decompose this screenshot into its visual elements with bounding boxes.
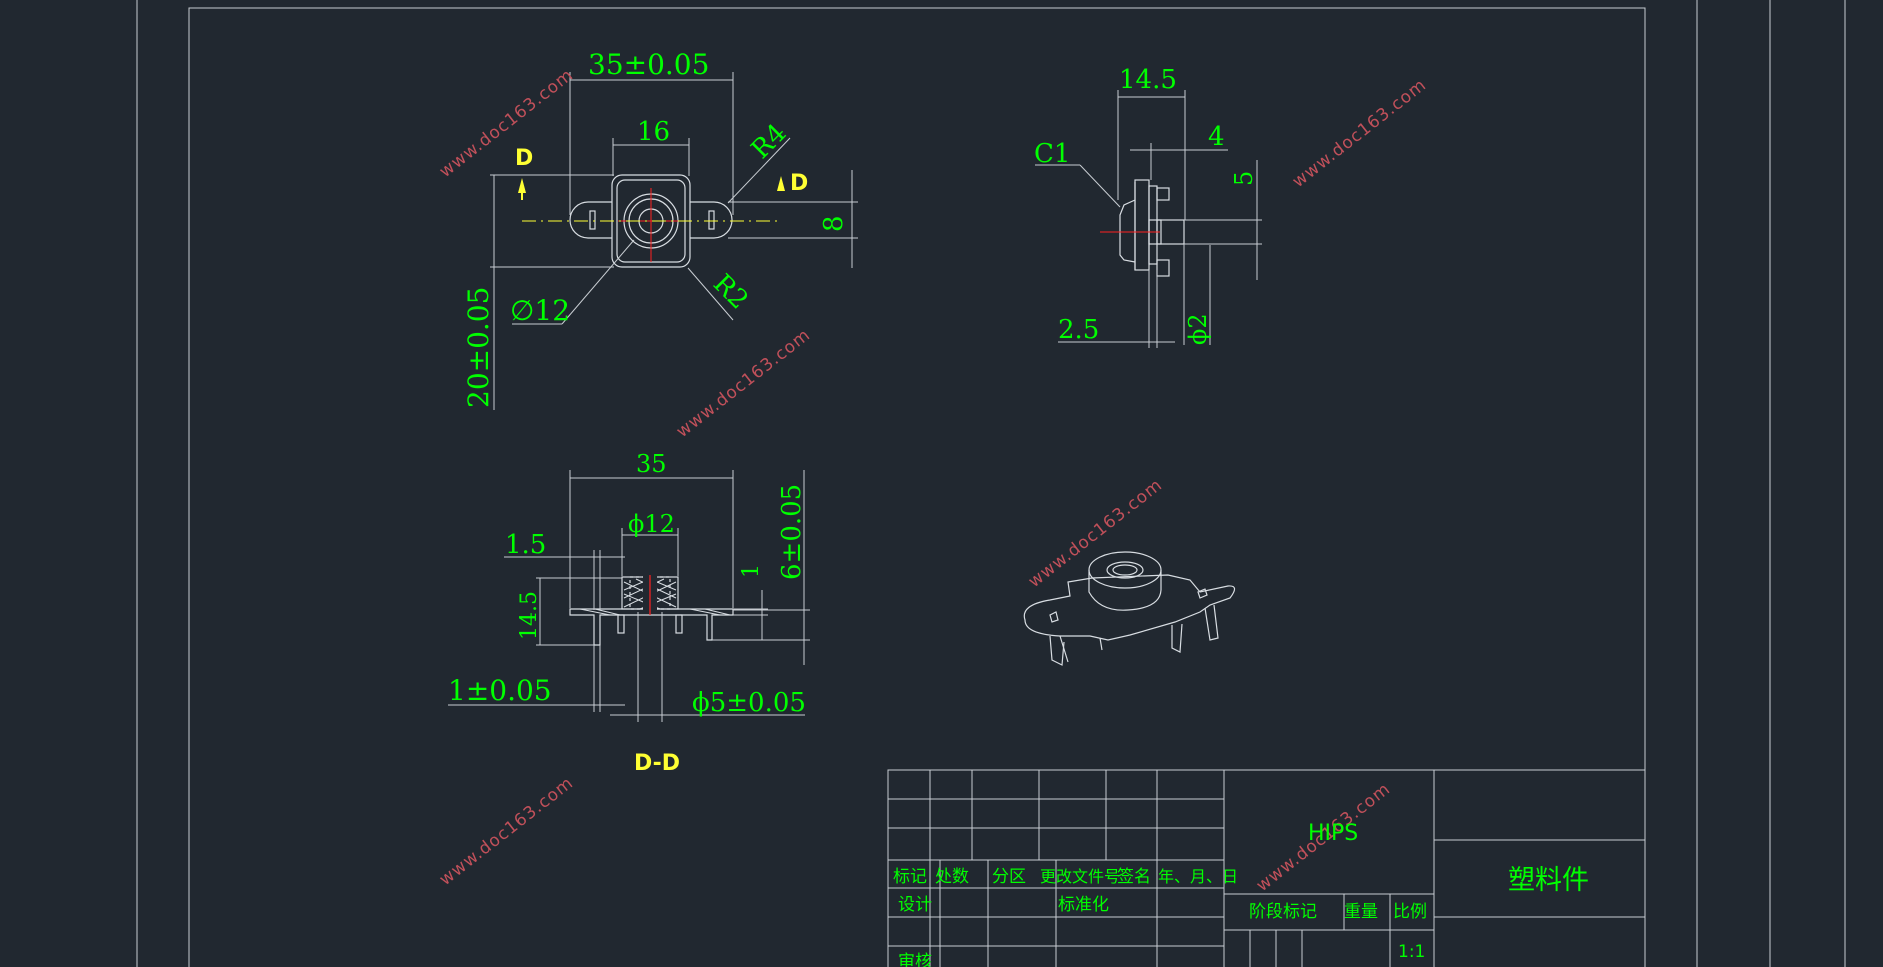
tb-header-date: 年、月、日 bbox=[1158, 867, 1238, 886]
dim-tab-height: 8 bbox=[819, 215, 849, 232]
tb-header-zone: 分区 bbox=[992, 867, 1026, 887]
side-dim-width: 14.5 bbox=[1119, 65, 1177, 95]
tb-header-signature: 签名 bbox=[1117, 867, 1151, 887]
tb-scale-label: 比例 bbox=[1393, 902, 1427, 922]
tb-weight-label: 重量 bbox=[1344, 902, 1378, 922]
tb-part-name: 塑料件 bbox=[1508, 865, 1589, 896]
tb-stage-label: 阶段标记 bbox=[1249, 902, 1317, 922]
sec-dim-6: 6±0.05 bbox=[777, 484, 807, 580]
section-mark-right: D bbox=[790, 171, 808, 196]
sec-dim-1: 1 bbox=[739, 564, 764, 578]
tb-scale-value: 1:1 bbox=[1398, 942, 1425, 962]
dim-diameter: ∅12 bbox=[510, 294, 570, 327]
sheet-border bbox=[136, 0, 1846, 967]
tb-header-change-doc: 更改文件号 bbox=[1040, 867, 1120, 886]
dim-boss-width: 16 bbox=[637, 117, 670, 147]
watermark-3: www.doc163.com bbox=[673, 325, 815, 442]
sec-dim-wall: 1±0.05 bbox=[448, 674, 552, 707]
section-view: 35 ϕ12 1.5 14.5 1 6±0.05 1±0.05 bbox=[448, 450, 810, 776]
sec-dim-width: 35 bbox=[636, 450, 667, 478]
tb-material: HIPS bbox=[1308, 821, 1358, 846]
dim-height: 20±0.05 bbox=[462, 287, 495, 408]
side-view: 14.5 4 C1 5 2.5 ϕ2 bbox=[1034, 65, 1262, 348]
side-dim-step: 4 bbox=[1208, 122, 1225, 152]
title-block: 标记 处数 分区 更改文件号 签名 年、月、日 设计 标准化 审核 HIPS 阶… bbox=[887, 769, 1646, 967]
tb-row-review: 审核 bbox=[898, 952, 932, 967]
dim-small-radius: R2 bbox=[707, 269, 754, 316]
section-label: D-D bbox=[634, 751, 680, 776]
sec-dim-1-5: 1.5 bbox=[505, 530, 546, 560]
side-dim-5: 5 bbox=[1230, 171, 1258, 186]
side-dim-chamfer: C1 bbox=[1034, 139, 1070, 169]
tb-header-mark: 标记 bbox=[893, 867, 927, 887]
tb-row-design: 设计 bbox=[898, 895, 932, 915]
watermark-1: www.doc163.com bbox=[436, 65, 578, 182]
isometric-view bbox=[1023, 551, 1236, 666]
tb-row-standard: 标准化 bbox=[1058, 895, 1109, 915]
side-dim-2-5: 2.5 bbox=[1058, 315, 1099, 345]
watermark-4: www.doc163.com bbox=[1025, 475, 1167, 592]
sec-dim-height: 14.5 bbox=[517, 591, 542, 640]
dim-overall-width: 35±0.05 bbox=[588, 48, 709, 81]
dim-corner-radius: R4 bbox=[746, 118, 793, 165]
watermark-5: www.doc163.com bbox=[436, 773, 578, 890]
sec-dim-hole: ϕ5±0.05 bbox=[692, 688, 806, 718]
watermarks: www.doc163.com www.doc163.com www.doc163… bbox=[436, 65, 1431, 896]
watermark-2: www.doc163.com bbox=[1289, 75, 1431, 192]
side-dim-pin-diam: ϕ2 bbox=[1184, 313, 1212, 345]
section-mark-left: D bbox=[515, 146, 533, 171]
sec-dim-diameter: ϕ12 bbox=[628, 510, 675, 538]
tb-header-count: 处数 bbox=[935, 867, 969, 887]
